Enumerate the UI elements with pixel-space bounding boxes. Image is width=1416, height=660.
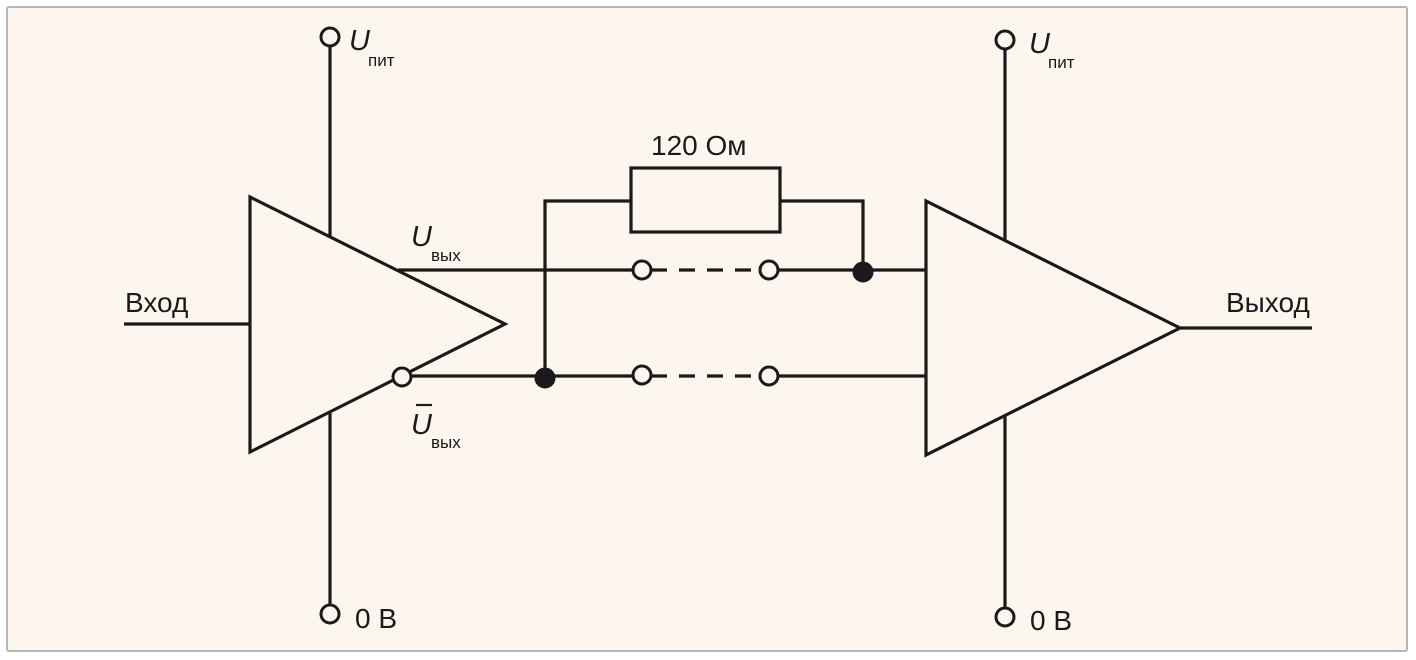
connector-neg-right [758, 365, 780, 387]
connector-neg-left [631, 364, 653, 386]
neg-output-sub: вых [431, 433, 461, 452]
left-supply-terminal [319, 26, 341, 48]
pos-output-label: U [411, 221, 433, 253]
resistor-label: 120 Ом [651, 130, 747, 161]
right-ground-label: 0 В [1030, 605, 1072, 636]
left-ground-label: 0 В [355, 603, 397, 634]
inverting-output-bubble [391, 366, 413, 388]
input-label: Вход [125, 287, 188, 318]
left-supply-sub: пит [368, 51, 395, 70]
left-ground-terminal [319, 603, 341, 625]
left-supply-label: U [349, 25, 371, 57]
right-supply-sub: пит [1048, 53, 1075, 72]
driver-amplifier [248, 194, 509, 455]
connector-pos-left [631, 259, 653, 281]
output-label: Выход [1226, 287, 1310, 318]
right-supply-label: U [1029, 28, 1051, 60]
junction-dot-right [852, 261, 874, 283]
connector-pos-right [758, 259, 780, 281]
diagram-frame [6, 6, 1408, 652]
resistor-lead-left [543, 199, 631, 378]
junction-dot-left [534, 367, 556, 389]
right-supply-terminal [994, 29, 1016, 51]
receiver-amplifier [924, 198, 1184, 458]
resistor-lead-right [780, 199, 865, 272]
pos-output-sub: вых [431, 246, 461, 265]
right-ground-terminal [994, 606, 1016, 628]
neg-output-label: U [411, 409, 433, 441]
resistor-120-ohm [629, 166, 782, 234]
